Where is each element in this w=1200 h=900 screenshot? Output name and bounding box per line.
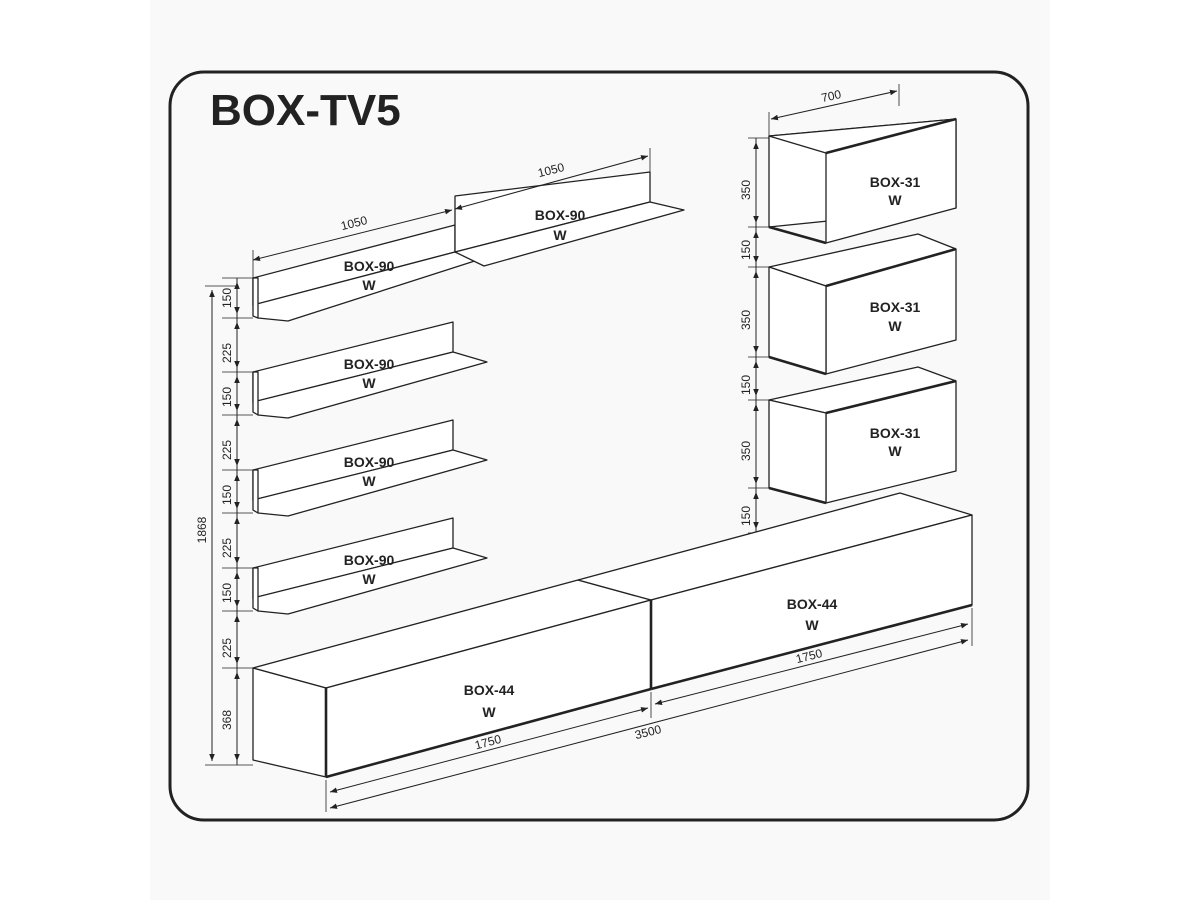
dim-base-height: 368 xyxy=(220,710,234,730)
drawing-frame xyxy=(168,70,1030,822)
dim-left-shelf-height-3: 150 xyxy=(220,485,234,505)
wall-cabinet-1 xyxy=(768,117,957,245)
dim-cabinet-height-1: 350 xyxy=(739,180,753,200)
drawing-title: BOX-TV5 xyxy=(210,86,401,135)
dim-tv-width-front: 1750 xyxy=(473,732,503,753)
shelf-finish-5: W xyxy=(362,571,376,587)
total-width-line xyxy=(329,639,969,809)
dim-cabinet-height-3: 350 xyxy=(739,441,753,461)
shelf-finish-2: W xyxy=(553,227,567,243)
cabinet-finish-2: W xyxy=(888,318,902,334)
dim-shelf-width-right: 1050 xyxy=(536,160,566,180)
dim-left-gap-1: 225 xyxy=(220,343,234,363)
wall-cabinet-2 xyxy=(768,233,957,376)
dimension-line-shelf-right xyxy=(454,155,649,210)
shelf-finish-3: W xyxy=(362,375,376,391)
dim-left-shelf-height-1: 150 xyxy=(220,288,234,308)
cabinet-code-3: BOX-31 xyxy=(870,425,921,441)
dim-left-gap-3: 225 xyxy=(220,538,234,558)
dim-cabinet-gap-1: 150 xyxy=(739,240,753,260)
shelf-finish-4: W xyxy=(362,473,376,489)
left-shelf-3 xyxy=(252,419,488,517)
cabinet-width-line xyxy=(770,89,898,121)
dim-left-gap-4: 225 xyxy=(220,638,234,658)
dim-cabinet-gap-3: 150 xyxy=(739,506,753,526)
shelf-code-1: BOX-90 xyxy=(344,258,395,274)
tv-cabinet-code-1: BOX-44 xyxy=(464,682,515,698)
dimension-line-shelf-left xyxy=(252,208,453,262)
cabinet-finish-3: W xyxy=(888,443,902,459)
dim-left-gap-2: 225 xyxy=(220,440,234,460)
wall-cabinet-3 xyxy=(768,366,957,505)
shelf-code-3: BOX-90 xyxy=(344,356,395,372)
dim-cabinet-height-2: 350 xyxy=(739,310,753,330)
shelf-code-2: BOX-90 xyxy=(535,207,586,223)
cabinet-code-1: BOX-31 xyxy=(870,174,921,190)
left-shelf-4 xyxy=(252,517,488,615)
dim-total-width: 3500 xyxy=(633,722,663,742)
dim-cabinet-gap-2: 150 xyxy=(739,375,753,395)
tv-cabinet-finish-2: W xyxy=(805,617,819,633)
tv-cabinet-code-2: BOX-44 xyxy=(787,596,838,612)
dim-left-shelf-height-2: 150 xyxy=(220,387,234,407)
shelf-finish-1: W xyxy=(362,277,376,293)
cabinet-code-2: BOX-31 xyxy=(870,299,921,315)
tv-cabinet-left xyxy=(252,579,652,779)
tv-cabinet-finish-1: W xyxy=(482,704,496,720)
dim-tv-width-right: 1750 xyxy=(794,646,824,666)
dim-total-height: 1868 xyxy=(195,516,209,543)
left-shelf-2 xyxy=(252,321,488,419)
shelf-code-4: BOX-90 xyxy=(344,454,395,470)
dim-shelf-width-left: 1050 xyxy=(339,213,369,233)
cabinet-finish-1: W xyxy=(888,192,902,208)
dim-left-shelf-height-4: 150 xyxy=(220,583,234,603)
shelf-code-5: BOX-90 xyxy=(344,552,395,568)
dim-cabinet-width: 700 xyxy=(820,87,843,105)
